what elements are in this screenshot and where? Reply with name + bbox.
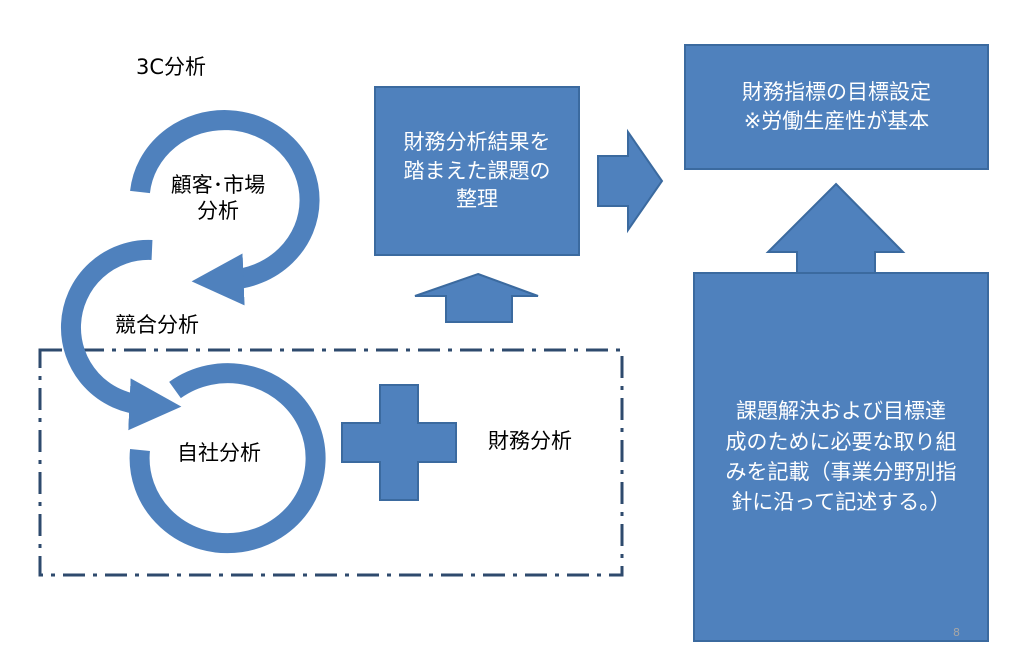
issues-organization-box: 財務分析結果を 踏まえた課題の 整理: [374, 86, 580, 256]
competitor-analysis-label: 競合分析: [115, 313, 199, 337]
right-arrow-to-target: [597, 128, 664, 234]
issues-line-1: 財務分析結果を: [403, 129, 551, 154]
target-line-2: ※労働生産性が基本: [743, 109, 930, 133]
action-line-1: 課題解決および目標達: [736, 399, 946, 424]
page-number: 8: [953, 626, 960, 639]
company-cycle-arrow: [129, 363, 326, 554]
company-analysis-label: 自社分析: [177, 441, 261, 465]
up-arrow-to-target: [765, 182, 906, 276]
dashed-frame: [38, 348, 624, 577]
action-line-2: 成のために必要な取り組: [725, 429, 957, 454]
issues-line-3: 整理: [456, 187, 498, 212]
customer-market-analysis-label: 顧客･市場 分析: [158, 172, 278, 225]
finance-analysis-label: 財務分析: [488, 429, 572, 453]
action-plan-box: 課題解決および目標達 成のために必要な取り組 みを記載（事業分野別指 針に沿って…: [693, 272, 989, 642]
customer-label-line1: 顧客･市場: [170, 173, 266, 197]
target-line-1: 財務指標の目標設定: [742, 80, 931, 105]
financial-target-box: 財務指標の目標設定 ※労働生産性が基本: [684, 44, 989, 170]
customer-label-line2: 分析: [197, 199, 239, 224]
action-line-4: 針に沿って記述する。）: [731, 490, 951, 515]
action-line-3: みを記載（事業分野別指: [725, 460, 957, 484]
issues-line-2: 踏まえた課題の: [403, 158, 551, 183]
plus-icon: [341, 384, 457, 501]
up-arrow-to-issues: [414, 272, 539, 323]
competitor-cycle-arrow: [61, 239, 182, 431]
customer-cycle-arrow: [130, 110, 320, 306]
3c-analysis-title: 3C分析: [136, 55, 207, 79]
